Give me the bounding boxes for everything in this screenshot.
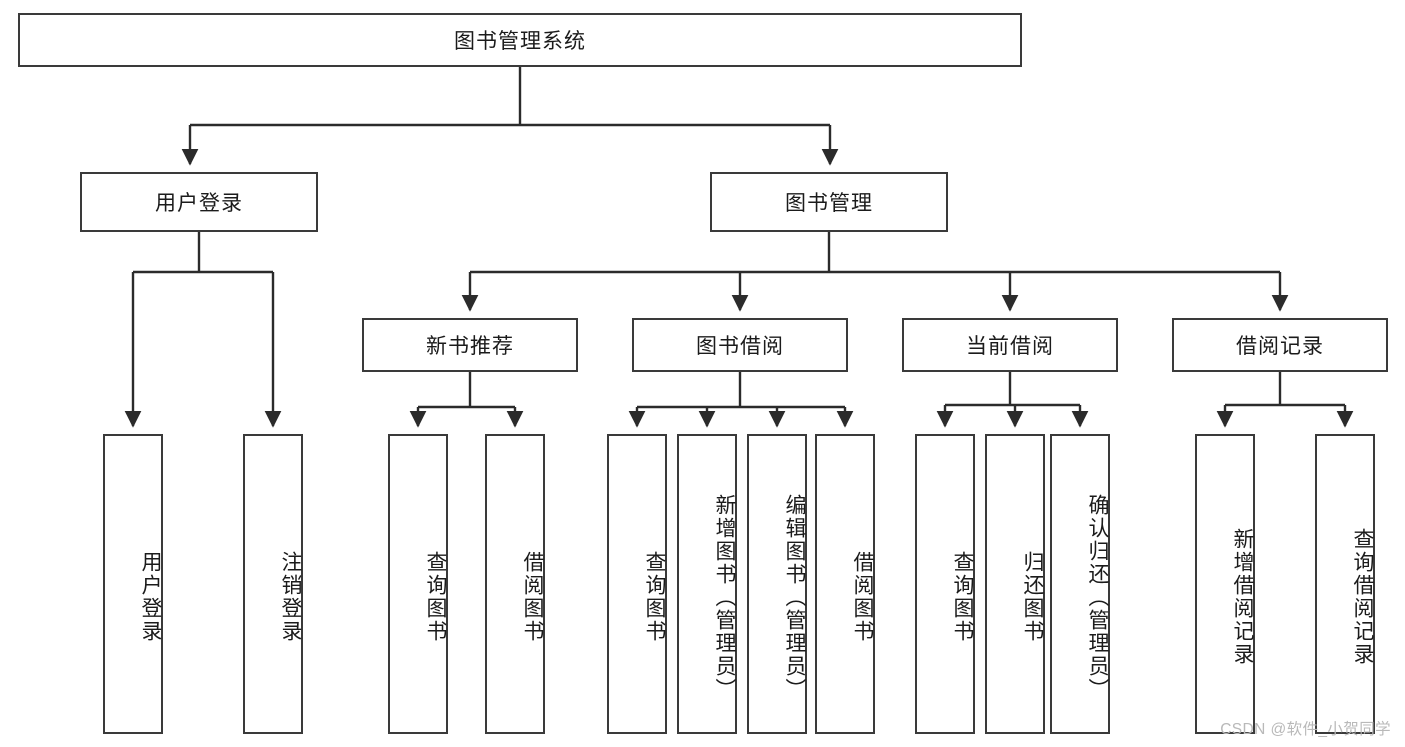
node-leaf-add-record[interactable]: 新增借阅记录 — [1195, 434, 1255, 734]
watermark-text: CSDN @软件_小贺同学 — [1220, 721, 1391, 738]
node-leaf-query-record[interactable]: 查询借阅记录 — [1315, 434, 1375, 734]
node-borrow-record[interactable]: 借阅记录 — [1172, 318, 1388, 372]
node-leaf-edit-book-label: 编辑图书（管理员） — [783, 493, 806, 701]
node-leaf-borrow-book-rec[interactable]: 借阅图书 — [485, 434, 545, 734]
node-root-label: 图书管理系统 — [454, 30, 586, 53]
node-book-manage[interactable]: 图书管理 — [710, 172, 948, 232]
node-leaf-add-book-label: 新增图书（管理员） — [713, 493, 736, 701]
node-leaf-query-record-label: 查询借阅记录 — [1351, 528, 1374, 666]
node-root[interactable]: 图书管理系统 — [18, 13, 1022, 67]
node-book-manage-label: 图书管理 — [785, 192, 873, 215]
node-leaf-query-book-borrow-label: 查询图书 — [643, 551, 666, 643]
node-leaf-borrow-book-label: 借阅图书 — [851, 551, 874, 643]
node-leaf-confirm-return[interactable]: 确认归还（管理员） — [1050, 434, 1110, 734]
node-leaf-edit-book[interactable]: 编辑图书（管理员） — [747, 434, 807, 734]
node-book-borrow-label: 图书借阅 — [696, 335, 784, 358]
node-leaf-user-login-label: 用户登录 — [139, 551, 162, 643]
node-leaf-query-book-current[interactable]: 查询图书 — [915, 434, 975, 734]
node-leaf-user-login[interactable]: 用户登录 — [103, 434, 163, 734]
node-current-borrow[interactable]: 当前借阅 — [902, 318, 1118, 372]
node-new-book-rec[interactable]: 新书推荐 — [362, 318, 578, 372]
node-new-book-rec-label: 新书推荐 — [426, 335, 514, 358]
node-book-borrow[interactable]: 图书借阅 — [632, 318, 848, 372]
node-leaf-add-record-label: 新增借阅记录 — [1231, 528, 1254, 666]
node-user-login[interactable]: 用户登录 — [80, 172, 318, 232]
node-leaf-query-book-rec[interactable]: 查询图书 — [388, 434, 448, 734]
node-user-login-label: 用户登录 — [155, 192, 243, 215]
node-current-borrow-label: 当前借阅 — [966, 335, 1054, 358]
node-leaf-borrow-book[interactable]: 借阅图书 — [815, 434, 875, 734]
node-leaf-confirm-return-label: 确认归还（管理员） — [1086, 493, 1109, 701]
node-leaf-borrow-book-rec-label: 借阅图书 — [521, 551, 544, 643]
node-leaf-query-book-current-label: 查询图书 — [951, 551, 974, 643]
node-borrow-record-label: 借阅记录 — [1236, 335, 1324, 358]
node-leaf-query-book-borrow[interactable]: 查询图书 — [607, 434, 667, 734]
node-leaf-logout[interactable]: 注销登录 — [243, 434, 303, 734]
node-leaf-logout-label: 注销登录 — [279, 551, 302, 643]
node-leaf-query-book-rec-label: 查询图书 — [424, 551, 447, 643]
node-leaf-return-book[interactable]: 归还图书 — [985, 434, 1045, 734]
node-leaf-return-book-label: 归还图书 — [1021, 551, 1044, 643]
node-leaf-add-book[interactable]: 新增图书（管理员） — [677, 434, 737, 734]
